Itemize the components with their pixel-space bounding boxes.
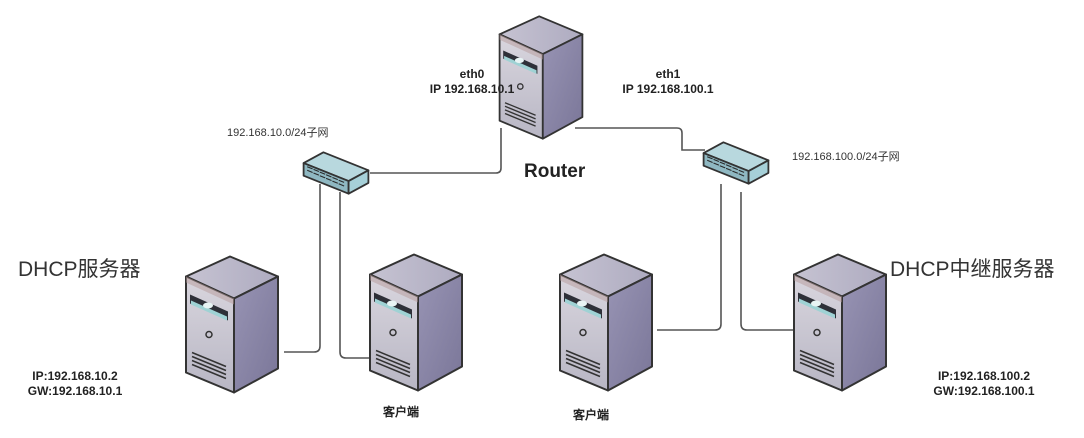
left-switch-icon[interactable] — [302, 151, 370, 195]
router-label: Router — [524, 161, 586, 182]
dhcp-relay-gw: GW:192.168.100.1 — [933, 384, 1035, 398]
dhcp-relay-address: IP:192.168.100.2 GW:192.168.100.1 — [924, 369, 1044, 399]
dhcp-server-address: IP:192.168.10.2 GW:192.168.10.1 — [20, 369, 130, 399]
left-subnet-label: 192.168.10.0/24子网 — [227, 127, 329, 139]
wire-left-switch-dhcp-server — [284, 184, 321, 353]
right-subnet-label: 192.168.100.0/24子网 — [792, 151, 900, 163]
eth0-ip: IP 192.168.10.1 — [429, 82, 515, 96]
eth0-name: eth0 — [459, 67, 485, 81]
dhcp-server-icon[interactable] — [184, 255, 280, 394]
dhcp-server-title: DHCP服务器 — [18, 258, 141, 281]
dhcp-server-ip: IP:192.168.10.2 — [32, 369, 118, 383]
eth1-name: eth1 — [655, 67, 681, 81]
wire-right-switch-right-client — [657, 184, 722, 331]
wire-right-switch-dhcp-relay — [740, 192, 795, 331]
dhcp-server-gw: GW:192.168.10.1 — [27, 384, 123, 398]
dhcp-relay-icon[interactable] — [792, 253, 888, 392]
wire-router-right-switch — [575, 127, 705, 151]
right-client-label: 客户端 — [573, 408, 610, 422]
left-client-label: 客户端 — [383, 405, 420, 419]
wire-router-left-switch — [370, 128, 502, 174]
dhcp-relay-title: DHCP中继服务器 — [890, 258, 1055, 281]
wire-left-switch-left-client — [339, 192, 372, 359]
left-client-icon[interactable] — [368, 253, 464, 392]
right-client-icon[interactable] — [558, 253, 654, 392]
eth1-ip: IP 192.168.100.1 — [622, 82, 714, 96]
dhcp-relay-ip: IP:192.168.100.2 — [937, 369, 1031, 383]
wires — [284, 127, 795, 359]
eth0-label: eth0 IP 192.168.10.1 — [402, 67, 542, 97]
eth1-label: eth1 IP 192.168.100.1 — [598, 67, 738, 97]
right-switch-icon[interactable] — [702, 141, 770, 185]
